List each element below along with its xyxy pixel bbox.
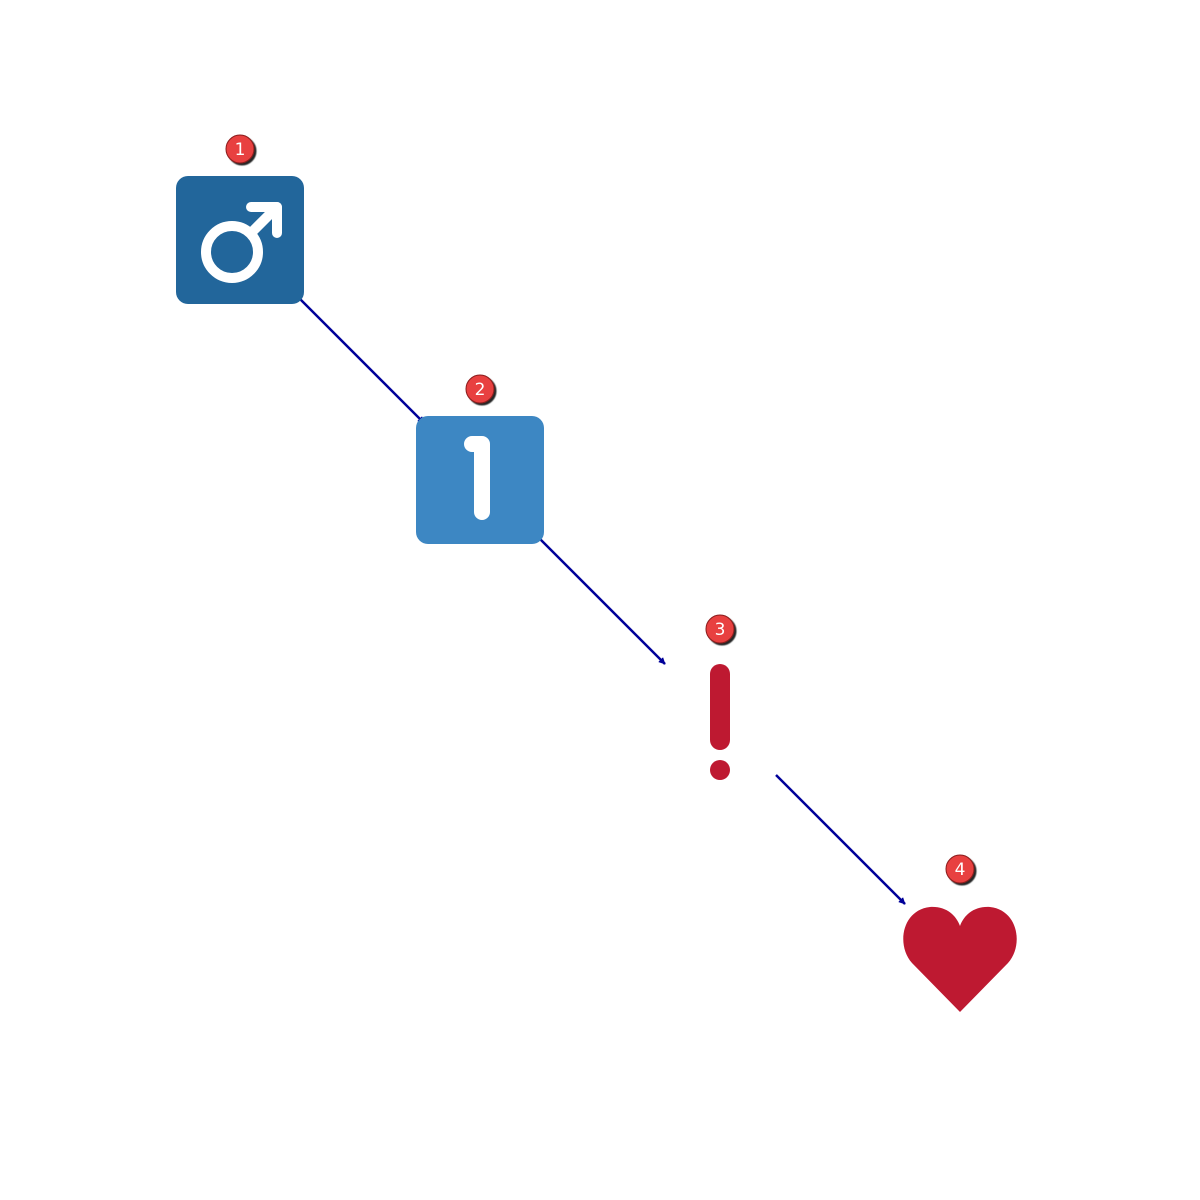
node-3[interactable] (710, 664, 730, 780)
badge-2-label: 2 (475, 380, 486, 400)
badge-2: 2 (465, 374, 495, 404)
node-2[interactable] (416, 416, 544, 544)
node-1[interactable] (176, 176, 304, 304)
edges (299, 298, 906, 905)
badge-4: 4 (945, 854, 975, 884)
exclamation-icon (710, 664, 730, 780)
badge-4-label: 4 (955, 860, 966, 880)
badge-1-label: 1 (235, 140, 246, 160)
badge-1: 1 (225, 134, 255, 164)
badge-3: 3 (705, 614, 735, 644)
edge-1-to-2 (299, 298, 425, 424)
edge-2-to-3 (539, 538, 666, 665)
heart-icon (903, 906, 1017, 1012)
edge-3-to-4 (775, 774, 906, 905)
male-sign-icon (176, 176, 304, 304)
badge-3-label: 3 (715, 620, 726, 640)
keycap-one-icon (416, 416, 544, 544)
node-4[interactable] (903, 906, 1017, 1012)
